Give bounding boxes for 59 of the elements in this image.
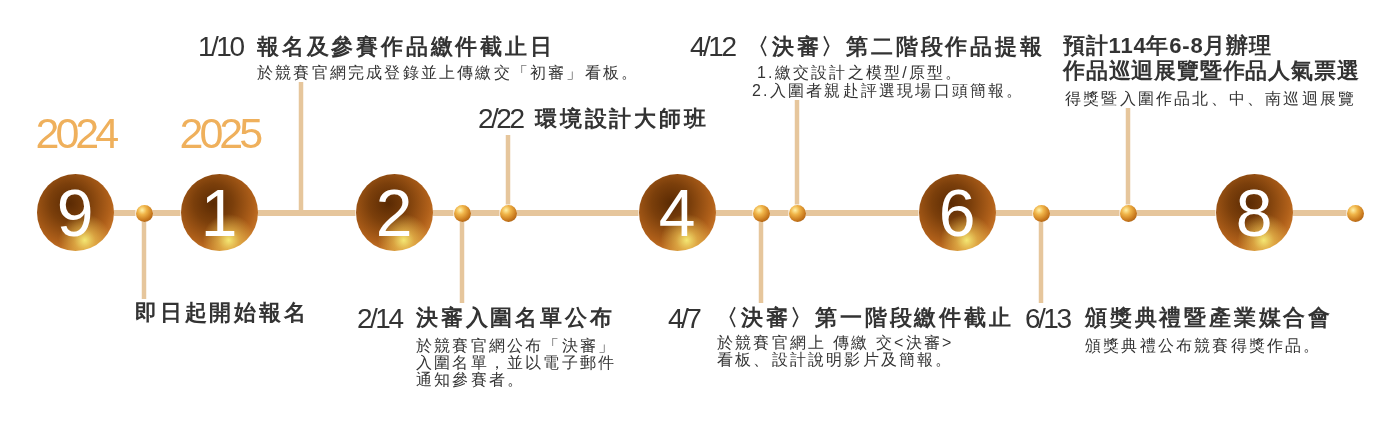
timeline-dot-icon [1032, 204, 1050, 222]
timeline-segment [470, 210, 500, 216]
event-title: 環境設計大師班 [535, 105, 709, 133]
year-label: 2024 [35, 109, 116, 156]
timeline-segment [1292, 210, 1347, 216]
timeline-segment [1049, 210, 1120, 216]
event-title: 即日起開始報名 [135, 299, 309, 327]
leader-line [1038, 221, 1044, 303]
month-number: 6 [938, 179, 976, 246]
leader-line [1125, 108, 1131, 205]
month-number: 8 [1235, 179, 1273, 246]
event-title: 〈決審〉第一階段繳件截止 [716, 304, 1014, 332]
event-description: 2.入圍者親赴評選現場口頭簡報。 [752, 82, 1025, 100]
timeline-segment [516, 210, 639, 216]
month-number: 2 [375, 179, 413, 246]
timeline-dot-icon [1119, 204, 1137, 222]
timeline-segment [432, 210, 454, 216]
leader-line [794, 100, 800, 205]
event-description: 於競賽官網公布「決審」入圍名單，並以電子郵件通知參賽者。 [416, 337, 618, 388]
timeline-dot-icon [752, 204, 770, 222]
timeline-segment [805, 210, 919, 216]
timeline-segment [257, 210, 356, 216]
timeline-segment [152, 210, 181, 216]
event-title: 報名及參賽作品繳件截止日 [257, 33, 555, 61]
month-number: 4 [658, 179, 696, 246]
event-date: 2/14 [357, 303, 402, 335]
timeline-dot-icon [499, 204, 517, 222]
timeline-dot-icon [135, 204, 153, 222]
timeline-segment [769, 210, 789, 216]
leader-line [758, 221, 764, 303]
event-date: 2/22 [478, 103, 523, 135]
month-number: 9 [56, 179, 94, 246]
event-date: 6/13 [1025, 303, 1070, 335]
year-label: 2025 [179, 109, 260, 156]
leader-line [459, 221, 465, 303]
leader-line [505, 135, 511, 205]
leader-line [141, 221, 147, 299]
timeline-segment [995, 210, 1033, 216]
event-description: 於競賽官網上 傳繳 交<決審>看板、設計說明影片及簡報。 [717, 334, 955, 368]
event-title: 預計114年6-8月辦理 [1063, 32, 1272, 59]
event-description: 得獎暨入圍作品北、中、南巡迴展覽 [1065, 90, 1357, 108]
event-description: 1.繳交設計之模型/原型。 [757, 64, 964, 82]
month-number: 1 [200, 179, 238, 246]
event-description: 頒獎典禮公布競賽得獎作品。 [1085, 337, 1322, 355]
event-description: 於競賽官網完成登錄並上傳繳交「初審」看板。 [257, 64, 640, 82]
event-date: 4/7 [668, 303, 700, 335]
timeline-segment [715, 210, 753, 216]
event-date: 4/12 [690, 31, 735, 63]
timeline-segment [1136, 210, 1216, 216]
timeline-dot-icon [453, 204, 471, 222]
event-title: 作品巡迴展覽暨作品人氣票選 [1063, 57, 1360, 85]
event-title: 決審入圍名單公布 [416, 304, 615, 332]
leader-line [298, 82, 304, 213]
event-title: 頒獎典禮暨產業媒合會 [1085, 304, 1333, 332]
timeline-dot-icon [1346, 204, 1364, 222]
event-title: 〈決審〉第二階段作品提報 [747, 33, 1045, 61]
event-date: 1/10 [198, 31, 243, 63]
timeline-segment [113, 210, 136, 216]
timeline-dot-icon [788, 204, 806, 222]
